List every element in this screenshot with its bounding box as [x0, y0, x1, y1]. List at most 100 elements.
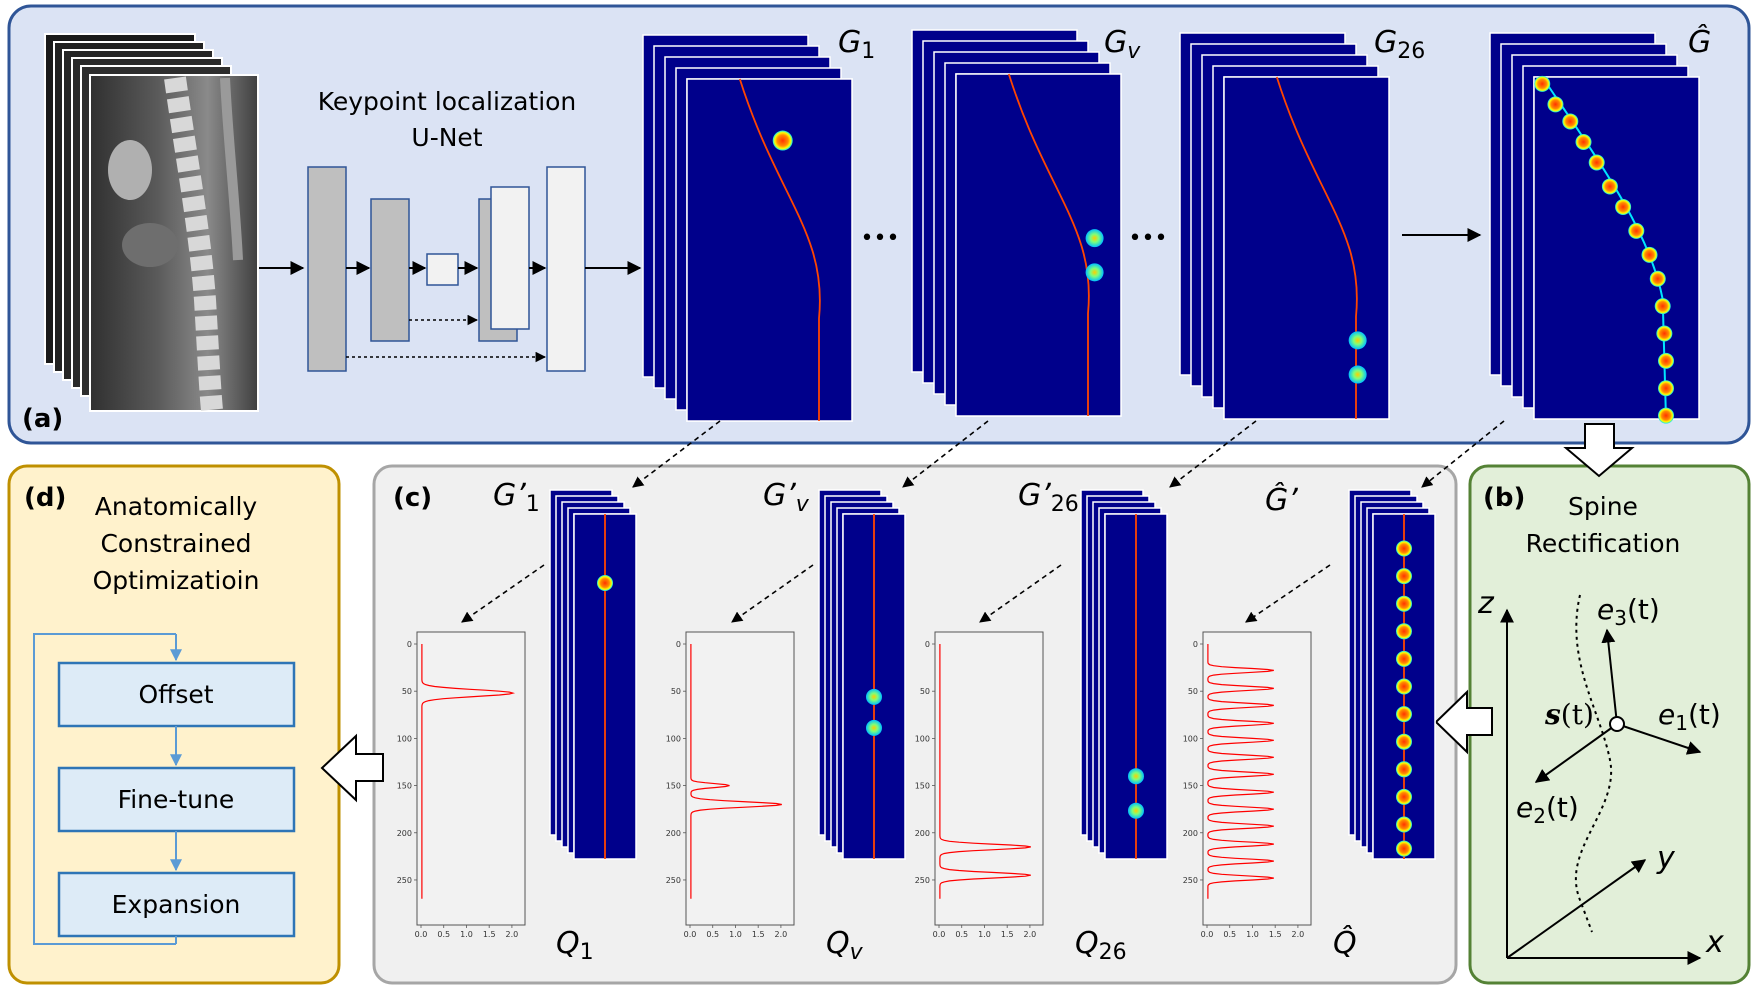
- y-tick-label: 250: [915, 876, 930, 885]
- rectified-stack-g26: [1080, 489, 1168, 860]
- x-tick-label: 1.0: [460, 930, 473, 939]
- profile-curve: [421, 644, 516, 899]
- qhat-label: Q̂: [1333, 925, 1357, 961]
- keypoint-blob: [1562, 113, 1579, 130]
- keypoint-blob: [1396, 816, 1412, 833]
- arrow-a-to-b: [1563, 423, 1635, 478]
- y-tick-label: 200: [397, 829, 412, 838]
- arrow-c-to-d: [320, 733, 384, 803]
- keypoint-blob: [1396, 706, 1412, 723]
- keypoint-blob: [1656, 325, 1673, 342]
- heatmap-stack-ghat: [1489, 32, 1700, 424]
- expansion-step-label: Expansion: [112, 890, 241, 919]
- keypoint-blob: [866, 688, 882, 705]
- x-tick-label: 2.0: [775, 930, 788, 939]
- y-tick-label: 150: [1183, 782, 1198, 791]
- e3-label: e3(t): [1597, 593, 1660, 630]
- heatmap-stack-g1: [642, 34, 853, 422]
- rectified-stack-ghat: [1348, 489, 1436, 860]
- keypoint-blob: [1601, 178, 1618, 195]
- unet-bottleneck: [426, 253, 459, 286]
- x-tick-label: 2.0: [1024, 930, 1037, 939]
- keypoint-blob: [1641, 246, 1658, 263]
- panel-a: (a) Keypoint localization U-Net: [7, 4, 1751, 445]
- keypoint-blob: [1085, 263, 1104, 282]
- panel-d-label: (d): [24, 483, 66, 513]
- ellipsis-1: •••: [861, 226, 900, 251]
- x-axis-label: x: [1705, 925, 1724, 960]
- ct-scan-image: [89, 74, 259, 412]
- ghat-prime-label: Ĝ’: [1265, 481, 1298, 518]
- keypoint-blob: [1658, 380, 1674, 397]
- plot-area: [685, 631, 795, 926]
- keypoint-blob: [1547, 96, 1564, 113]
- keypoint-blob: [1658, 407, 1674, 424]
- panel-d-title-line2: Constrained: [100, 529, 251, 558]
- panel-b: (b) Spine Rectification z y x e3(t) e1(t…: [1468, 423, 1751, 985]
- keypoint-blob: [597, 575, 613, 591]
- y-tick-label: 0: [676, 640, 681, 649]
- keypoint-blob: [1396, 678, 1412, 695]
- y-tick-label: 100: [666, 734, 681, 743]
- panel-d-title-line3: Optimizatioin: [93, 566, 260, 595]
- g26-label: G26: [1374, 25, 1425, 64]
- plot-area: [416, 631, 526, 926]
- panel-d: (d) Anatomically Constrained Optimizatio…: [7, 464, 384, 985]
- dashed-connectors: [461, 420, 1505, 623]
- y-tick-label: 150: [397, 782, 412, 791]
- heatmap-front: [686, 78, 853, 422]
- keypoint-blob: [1654, 298, 1671, 315]
- spine-point: [1609, 716, 1625, 732]
- panel-b-title-line2: Rectification: [1526, 529, 1681, 558]
- y-tick-label: 250: [1183, 876, 1198, 885]
- y-tick-label: 100: [1183, 734, 1198, 743]
- heatmap-stack-gv: [911, 29, 1122, 417]
- spine-curve: [1574, 594, 1613, 933]
- profile-curve: [1207, 644, 1274, 899]
- y-tick-label: 150: [915, 782, 930, 791]
- x-tick-label: 1.5: [1269, 930, 1282, 939]
- profile-curve: [939, 644, 1031, 899]
- keypoint-blob: [1615, 198, 1632, 215]
- gv-prime-label: G’v: [763, 478, 810, 517]
- keypoint-blob: [1649, 270, 1666, 287]
- qv-label: Qv: [826, 926, 864, 965]
- y-tick-label: 0: [1193, 640, 1198, 649]
- coordinate-frame: z y x e3(t) e1(t) e2(t) s(t): [1477, 586, 1724, 965]
- g1-prime-label: G’1: [493, 478, 540, 517]
- panel-d-title-line1: Anatomically: [95, 492, 258, 521]
- y-tick-label: 200: [666, 829, 681, 838]
- expansion-step: [57, 871, 296, 938]
- x-tick-label: 0.0: [1201, 930, 1214, 939]
- y-tick-label: 0: [407, 640, 412, 649]
- keypoint-blob: [1128, 768, 1144, 785]
- keypoint-blob: [1396, 650, 1412, 667]
- keypoint-blob: [1348, 331, 1367, 350]
- ct-scan-stack: [44, 33, 259, 412]
- g1-label: G1: [838, 25, 875, 64]
- offset-step-label: Offset: [138, 680, 213, 709]
- x-tick-label: 1.0: [1246, 930, 1259, 939]
- x-tick-label: 1.5: [1001, 930, 1014, 939]
- keypoint-blob: [1396, 595, 1412, 612]
- y-tick-label: 50: [671, 687, 681, 696]
- y-axis-label: y: [1656, 841, 1676, 876]
- x-tick-label: 0.0: [415, 930, 428, 939]
- profile-curve: [690, 644, 782, 899]
- unet-decoder-block-1: [546, 166, 586, 372]
- keypoint-blob: [1658, 352, 1674, 369]
- keypoint-blob: [1396, 623, 1412, 640]
- panel-a-background: [7, 4, 1751, 445]
- keypoint-blob: [1396, 788, 1412, 805]
- x-tick-label: 0.5: [1223, 930, 1236, 939]
- unet-title-line1: Keypoint localization: [318, 87, 577, 116]
- y-tick-label: 250: [397, 876, 412, 885]
- x-tick-label: 1.0: [729, 930, 742, 939]
- keypoint-blob: [1588, 154, 1605, 171]
- x-tick-label: 1.0: [978, 930, 991, 939]
- fine-tune-step-label: Fine-tune: [118, 785, 235, 814]
